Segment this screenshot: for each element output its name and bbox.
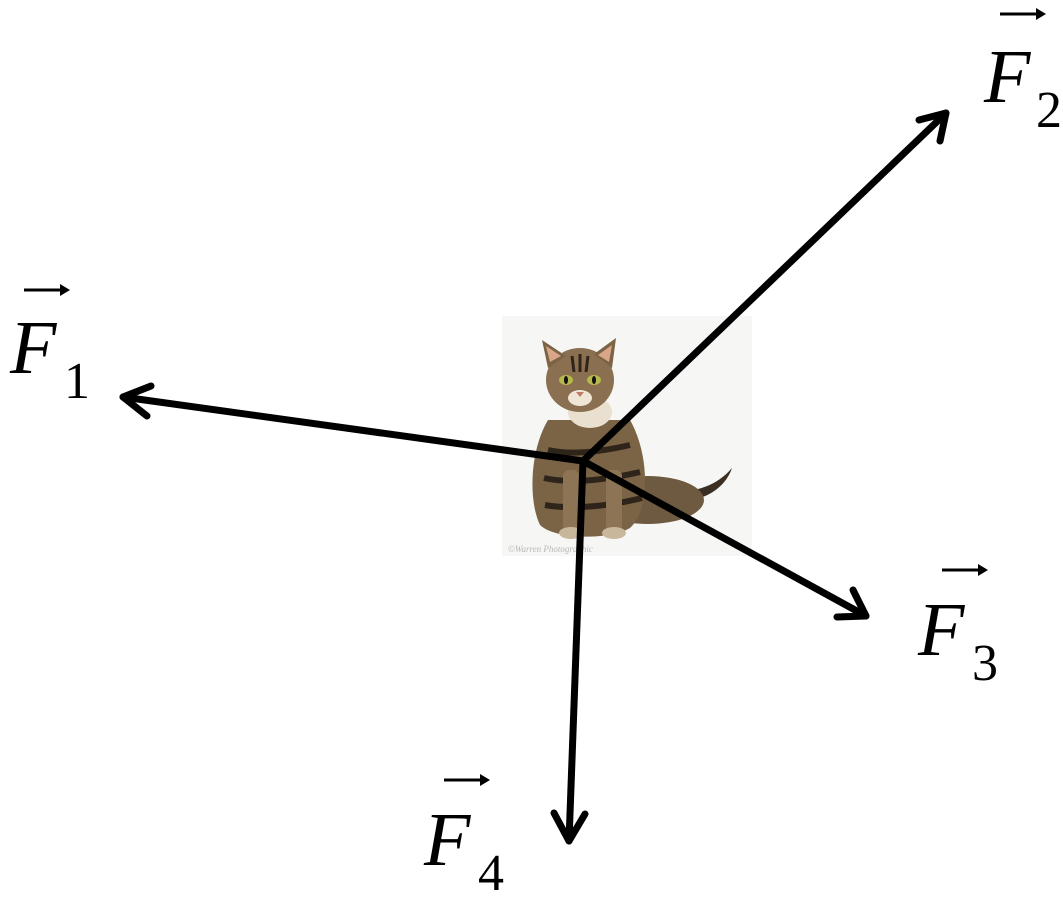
- force-symbol: F: [983, 35, 1032, 119]
- cat-photo: ©Warren Photographic: [502, 316, 752, 556]
- force-subscript: 2: [1036, 82, 1062, 139]
- force-arrow-f1: [119, 382, 587, 465]
- force-label-f1: F 1: [9, 284, 90, 410]
- force-label-f3: F 3: [917, 564, 998, 692]
- force-subscript: 4: [478, 845, 504, 897]
- force-label-f4: F 4: [423, 774, 504, 897]
- force-arrow-f3: [579, 457, 870, 621]
- force-subscript: 3: [972, 635, 998, 692]
- force-label-f2: F 2: [983, 8, 1062, 139]
- force-symbol: F: [423, 798, 472, 882]
- photo-caption: ©Warren Photographic: [508, 544, 593, 554]
- force-subscript: 1: [64, 353, 90, 410]
- force-symbol: F: [917, 588, 966, 672]
- force-vectors: [119, 109, 950, 845]
- force-symbol: F: [9, 306, 58, 390]
- force-arrow-f4: [550, 457, 589, 845]
- force-arrow-f2: [579, 109, 950, 465]
